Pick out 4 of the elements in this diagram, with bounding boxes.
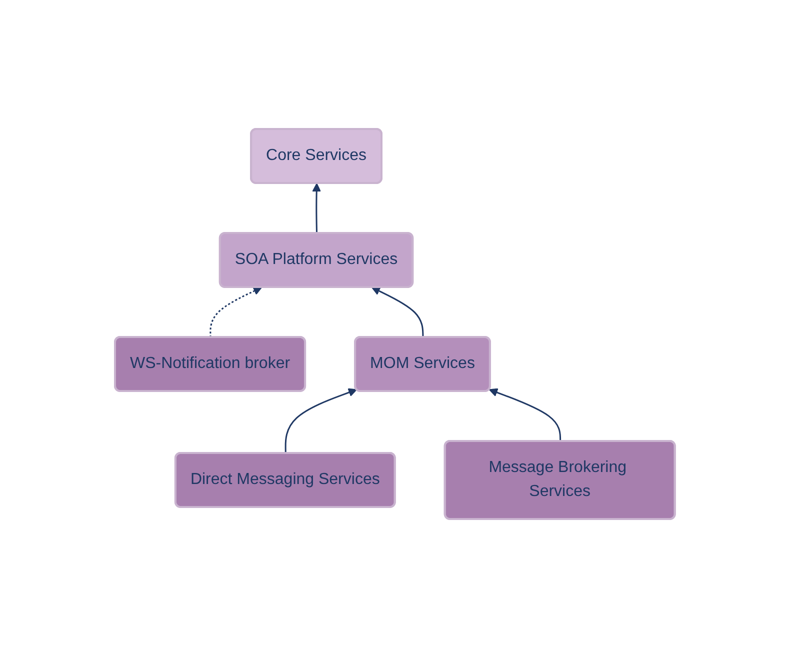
arrow <box>312 182 321 234</box>
arrow <box>488 388 561 441</box>
arrow <box>371 286 424 337</box>
arrow <box>284 388 357 453</box>
